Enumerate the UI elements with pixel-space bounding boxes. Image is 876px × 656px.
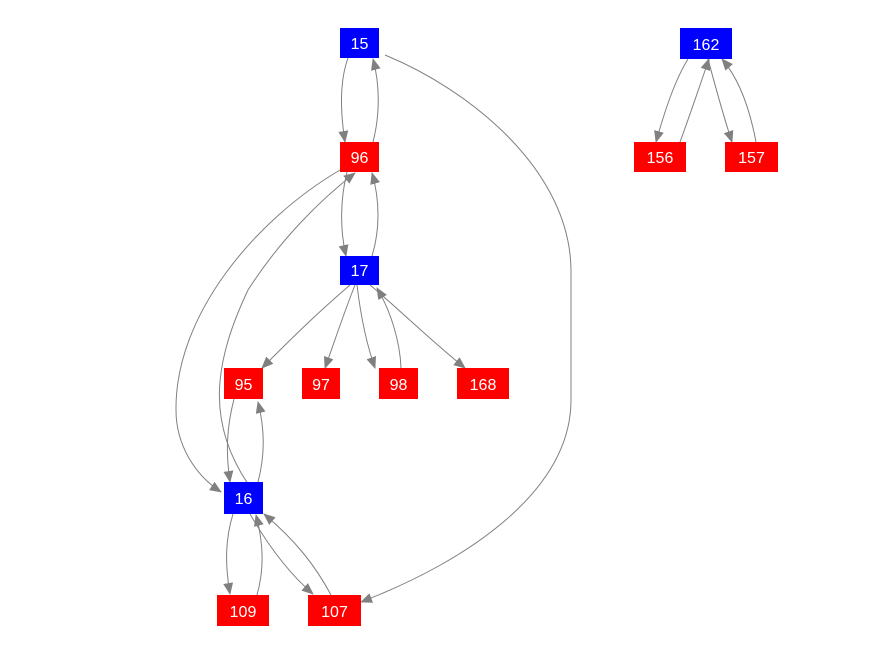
node-16[interactable]: 16 bbox=[224, 482, 263, 514]
node-16-box bbox=[224, 482, 263, 514]
edge-95-to-16 bbox=[223, 398, 235, 483]
node-97[interactable]: 97 bbox=[302, 368, 340, 399]
edge-109-to-16 bbox=[254, 514, 264, 596]
node-107-label: 107 bbox=[321, 604, 348, 621]
edge-17-to-97 bbox=[323, 284, 356, 369]
node-156[interactable]: 156 bbox=[634, 142, 686, 172]
edge-98-to-17 bbox=[376, 287, 402, 369]
edge-96-to-17 bbox=[338, 171, 349, 257]
edge-16-to-109 bbox=[223, 513, 234, 595]
edge-96-to-16 bbox=[175, 169, 341, 493]
edge-16-to-96 bbox=[218, 172, 356, 485]
node-97-label: 97 bbox=[312, 377, 330, 394]
node-17-box bbox=[340, 256, 379, 285]
node-95[interactable]: 95 bbox=[224, 368, 263, 399]
edge-15-to-96 bbox=[338, 57, 349, 143]
node-96[interactable]: 96 bbox=[340, 142, 379, 172]
edge-17-to-168 bbox=[369, 284, 466, 369]
node-96-box bbox=[340, 142, 379, 172]
node-162-label: 162 bbox=[693, 37, 720, 54]
edge-layer bbox=[175, 54, 757, 603]
edge-15-to-107 bbox=[360, 54, 572, 603]
node-97-box bbox=[302, 368, 340, 399]
node-109-label: 109 bbox=[230, 604, 257, 621]
edge-162-to-157 bbox=[707, 58, 734, 143]
node-95-label: 95 bbox=[235, 377, 253, 394]
edge-96-to-15 bbox=[371, 58, 381, 143]
node-162[interactable]: 162 bbox=[680, 28, 732, 59]
node-98[interactable]: 98 bbox=[379, 368, 418, 399]
node-162-box bbox=[680, 28, 732, 59]
edge-107-to-16 bbox=[263, 513, 332, 596]
node-15[interactable]: 15 bbox=[340, 28, 379, 58]
edge-17-to-96 bbox=[370, 172, 380, 257]
node-95-box bbox=[224, 368, 263, 399]
node-156-label: 156 bbox=[647, 150, 674, 167]
edge-157-to-162 bbox=[721, 58, 757, 143]
edge-156-to-162 bbox=[679, 58, 711, 143]
edge-16-to-107 bbox=[249, 513, 314, 595]
node-107[interactable]: 107 bbox=[308, 595, 361, 626]
node-157-label: 157 bbox=[738, 150, 765, 167]
node-98-label: 98 bbox=[390, 377, 408, 394]
node-15-label: 15 bbox=[351, 36, 369, 53]
node-109[interactable]: 109 bbox=[217, 595, 269, 626]
node-15-box bbox=[340, 28, 379, 58]
edge-17-to-95 bbox=[261, 284, 351, 369]
node-96-label: 96 bbox=[351, 150, 369, 167]
node-109-box bbox=[217, 595, 269, 626]
node-156-box bbox=[634, 142, 686, 172]
node-layer: 15 96 17 95 97 98 bbox=[217, 28, 778, 626]
edge-17-to-98 bbox=[356, 284, 377, 369]
node-168-box bbox=[457, 368, 509, 399]
edge-162-to-156 bbox=[654, 58, 689, 143]
node-17-label: 17 bbox=[351, 263, 369, 280]
node-16-label: 16 bbox=[235, 491, 253, 508]
node-168-label: 168 bbox=[470, 377, 497, 394]
node-98-box bbox=[379, 368, 418, 399]
node-168[interactable]: 168 bbox=[457, 368, 509, 399]
edge-16-to-95 bbox=[255, 401, 266, 483]
node-107-box bbox=[308, 595, 361, 626]
node-157[interactable]: 157 bbox=[725, 142, 778, 172]
node-17[interactable]: 17 bbox=[340, 256, 379, 285]
node-157-box bbox=[725, 142, 778, 172]
